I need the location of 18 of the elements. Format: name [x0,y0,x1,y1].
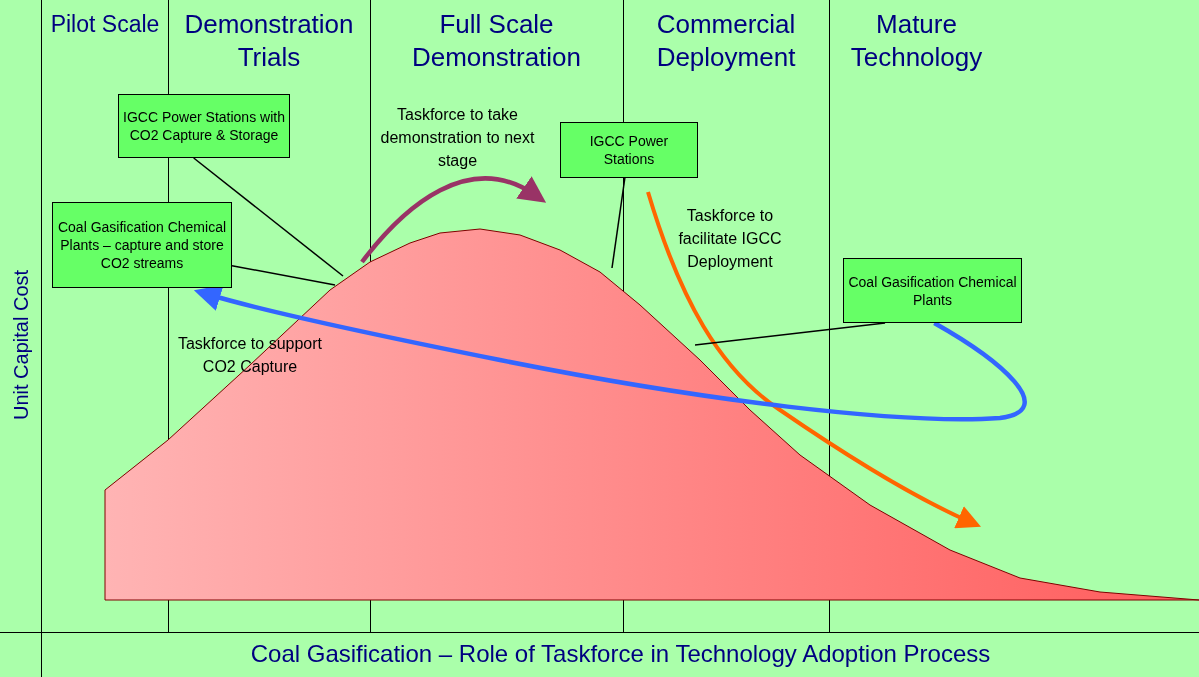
leader-line [192,157,344,277]
leader-line [231,264,336,286]
stage-heading: Pilot Scale [49,10,161,39]
edge-label: Taskforce to support CO2 Capture [176,334,324,377]
stage-heading: Mature Technology [849,8,984,74]
stage-heading: Full Scale Demonstration [410,8,583,74]
stage-heading: Commercial Deployment [655,8,797,74]
leader-line [611,177,626,269]
annotation-text: Taskforce to take demonstration to next stage [379,105,536,171]
stage-heading: Demonstration Trials [183,8,355,74]
leader-line [694,322,886,346]
callout-box: IGCC Power Stations with CO2 Capture & Storage [118,94,290,158]
annotation-text: Taskforce to facilitate IGCC Deployment [677,206,783,272]
callout-box: Coal Gasification Chemical Plants [843,258,1022,323]
caption: Coal Gasification – Role of Taskforce in Technology Adoption Process [249,639,992,669]
callout-box: IGCC Power Stations [560,122,698,178]
axis-label: Unit Capital Cost [9,268,33,423]
callout-box: Coal Gasification Chemical Plants – capture and store CO2 streams [52,202,232,288]
